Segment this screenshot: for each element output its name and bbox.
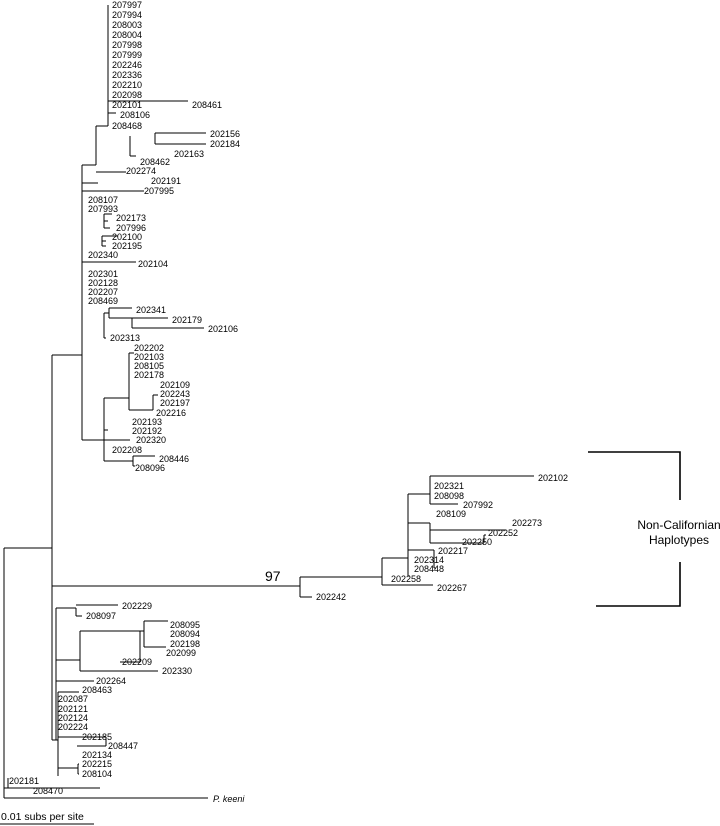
- tip-label: 208003: [112, 20, 142, 30]
- tip-label: 208098: [434, 491, 464, 501]
- tip-label: 202173: [116, 213, 146, 223]
- tip-label: 202191: [151, 176, 181, 186]
- bootstrap-value: 97: [265, 568, 281, 584]
- tip-label: 208104: [82, 769, 112, 779]
- tip-label: 208462: [140, 157, 170, 167]
- tip-label: 207992: [463, 500, 493, 510]
- tip-label: 207999: [112, 50, 142, 60]
- scale-bar-label: 0.01 subs per site: [1, 811, 84, 823]
- clade-annotation-line1: Non-Californian: [637, 518, 720, 532]
- tip-label: 202341: [136, 305, 166, 315]
- tip-label: 202336: [112, 70, 142, 80]
- tip-labels: 207997 207994 208003 208004 207998 20799…: [9, 0, 568, 804]
- tip-label: 207998: [112, 40, 142, 50]
- tip-label: 202124: [58, 713, 88, 723]
- tip-label: 202178: [134, 370, 164, 380]
- tip-label: 202202: [134, 343, 164, 353]
- tip-label: 202099: [166, 648, 196, 658]
- tip-label: 202217: [438, 546, 468, 556]
- tip-label: 202100: [112, 232, 142, 242]
- tip-label: 202163: [174, 149, 204, 159]
- tip-label: 207993: [88, 204, 118, 214]
- tip-label: 202267: [437, 583, 467, 593]
- tip-label: 202243: [160, 389, 190, 399]
- tip-label: 208097: [86, 611, 116, 621]
- tip-label: 202321: [434, 481, 464, 491]
- tip-label: 202101: [112, 100, 142, 110]
- tip-label: 202330: [162, 666, 192, 676]
- tip-label: 202242: [316, 592, 346, 602]
- tip-label: 202181: [9, 776, 39, 786]
- tip-label: 208095: [170, 620, 200, 630]
- tip-label: 202207: [88, 287, 118, 297]
- tip-label: 208447: [108, 741, 138, 751]
- tip-label: 202252: [488, 528, 518, 538]
- tip-label: 208106: [120, 110, 150, 120]
- tip-label: 208094: [170, 629, 200, 639]
- tip-label: 202192: [132, 426, 162, 436]
- tip-label: 202134: [82, 750, 112, 760]
- tip-label: 202215: [82, 759, 112, 769]
- tip-label: 202156: [210, 129, 240, 139]
- tip-label: 202087: [58, 694, 88, 704]
- tip-label: 202274: [126, 166, 156, 176]
- tip-label: 202273: [512, 518, 542, 528]
- tip-label: 207994: [112, 10, 142, 20]
- tip-label: 207996: [116, 223, 146, 233]
- tip-label: 202185: [82, 732, 112, 742]
- tip-label: 202103: [134, 352, 164, 362]
- tip-label: 202320: [136, 435, 166, 445]
- tip-label: 202198: [170, 639, 200, 649]
- tip-label: 202102: [538, 473, 568, 483]
- tip-label: 202106: [208, 324, 238, 334]
- tip-label: 208463: [82, 685, 112, 695]
- tip-label: 202250: [462, 537, 492, 547]
- clade-annotation-line2: Haplotypes: [649, 533, 709, 547]
- tip-label: 202314: [414, 555, 444, 565]
- tip-label: 202216: [156, 408, 186, 418]
- tip-label: 202340: [88, 250, 118, 260]
- tip-label: 202195: [112, 241, 142, 251]
- tip-label: 208109: [436, 509, 466, 519]
- tip-label: 208004: [112, 30, 142, 40]
- tip-label: 202264: [96, 676, 126, 686]
- tip-label: 202224: [58, 722, 88, 732]
- clade-bracket: [588, 451, 681, 607]
- outgroup-label: P. keeni: [213, 794, 245, 804]
- tip-label: 208105: [134, 361, 164, 371]
- tip-label: 202313: [110, 333, 140, 343]
- tip-label: 202109: [160, 380, 190, 390]
- tip-label: 202179: [172, 315, 202, 325]
- tip-label: 202301: [88, 269, 118, 279]
- tip-label: 202098: [112, 90, 142, 100]
- tip-label: 208446: [159, 454, 189, 464]
- tip-label: 202210: [112, 80, 142, 90]
- tip-label: 208470: [33, 786, 63, 796]
- tip-label: 202229: [122, 601, 152, 611]
- tip-label: 202193: [132, 417, 162, 427]
- tip-label: 202246: [112, 60, 142, 70]
- tip-label: 202121: [58, 704, 88, 714]
- tip-label: 208448: [414, 564, 444, 574]
- tip-label: 208096: [135, 463, 165, 473]
- tip-label: 208469: [88, 296, 118, 306]
- tip-label: 208468: [112, 121, 142, 131]
- tip-label: 208107: [88, 195, 118, 205]
- tip-label: 208461: [192, 100, 222, 110]
- tip-label: 202208: [112, 445, 142, 455]
- tip-label: 202128: [88, 278, 118, 288]
- tip-label: 202184: [210, 139, 240, 149]
- tip-label: 202258: [391, 574, 421, 584]
- tip-label: 202104: [138, 259, 168, 269]
- tip-label: 207997: [112, 0, 142, 10]
- tip-label: 202197: [160, 398, 190, 408]
- tip-label: 202209: [122, 657, 152, 667]
- tip-label: 207995: [144, 186, 174, 196]
- scale-bar: 0.01 subs per site: [0, 811, 94, 825]
- tree-branches: [3, 5, 534, 799]
